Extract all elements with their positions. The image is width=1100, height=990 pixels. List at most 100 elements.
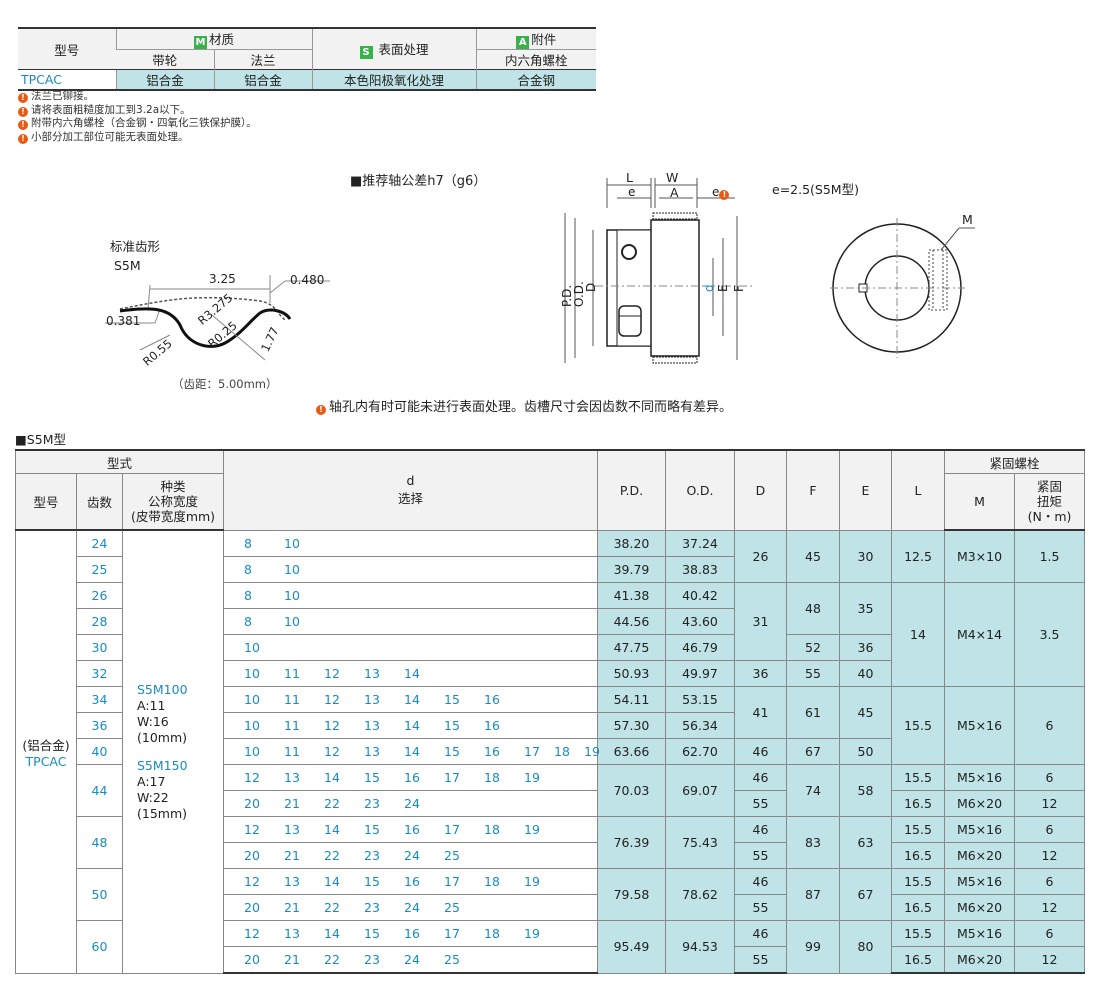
bore-option: 15 xyxy=(364,822,380,837)
od-value: 69.07 xyxy=(665,764,735,817)
bore-option: 10 xyxy=(244,692,260,707)
torque-value: 12 xyxy=(1013,894,1086,921)
bore-option: 20 xyxy=(244,900,260,915)
header-M: M xyxy=(944,473,1015,531)
torque-value: 12 xyxy=(1013,842,1086,869)
teeth-count: 44 xyxy=(76,764,123,817)
kind-line: (15mm) xyxy=(137,805,188,821)
note-item: !法兰已铆接。 xyxy=(18,90,257,104)
pd-value: 41.38 xyxy=(597,582,666,609)
bore-option: 12 xyxy=(244,822,260,837)
header-E: E xyxy=(839,449,892,531)
bore-option: 19 xyxy=(524,822,540,837)
bore-option: 12 xyxy=(244,874,260,889)
M-value: M6×20 xyxy=(944,946,1015,974)
bore-option: 18 xyxy=(484,770,500,785)
pd-value: 63.66 xyxy=(597,738,666,765)
header-torque: 紧固扭矩(N・m) xyxy=(1013,473,1086,531)
kind-line: S5M150 xyxy=(137,757,188,773)
E-value: 67 xyxy=(839,868,892,921)
bore-option: 13 xyxy=(364,718,380,733)
D-value: 55 xyxy=(734,790,787,817)
pd-value: 70.03 xyxy=(597,764,666,817)
D-value: 26 xyxy=(734,529,787,583)
bore-option: 19 xyxy=(584,744,600,759)
torque-value: 6 xyxy=(1013,920,1086,947)
M-value: M6×20 xyxy=(944,894,1015,921)
E-value: 80 xyxy=(839,920,892,974)
bore-option: 10 xyxy=(284,614,300,629)
E-value: 50 xyxy=(839,738,892,765)
dim-W: W xyxy=(666,170,679,185)
od-value: 49.97 xyxy=(665,660,735,687)
D-value: 46 xyxy=(734,764,787,791)
bore-option: 21 xyxy=(284,796,300,811)
pd-value: 47.75 xyxy=(597,634,666,661)
pd-value: 79.58 xyxy=(597,868,666,921)
F-value: 55 xyxy=(786,660,840,687)
bore-option: 16 xyxy=(484,692,500,707)
F-value: 67 xyxy=(786,738,840,765)
header-D: D xyxy=(734,449,787,531)
L-value: 15.5 xyxy=(891,686,945,765)
bore-option: 20 xyxy=(244,848,260,863)
bore-option: 19 xyxy=(524,874,540,889)
model-code: TPCAC xyxy=(25,753,67,769)
F-value: 61 xyxy=(786,686,840,739)
F-value: 74 xyxy=(786,764,840,817)
kind-line: (10mm) xyxy=(137,729,188,745)
kind-line: A:17 xyxy=(137,773,166,789)
L-value: 16.5 xyxy=(891,842,945,869)
kind-line: A:11 xyxy=(137,697,166,713)
teeth-count: 30 xyxy=(76,634,123,661)
E-value: 58 xyxy=(839,764,892,817)
bore-option: 14 xyxy=(404,666,420,681)
teeth-count: 24 xyxy=(76,529,123,557)
F-value: 52 xyxy=(786,634,840,661)
bore-option: 11 xyxy=(284,718,300,733)
pd-value: 39.79 xyxy=(597,556,666,583)
bore-option: 19 xyxy=(524,926,540,941)
bore-option: 13 xyxy=(284,822,300,837)
bore-option: 20 xyxy=(244,952,260,967)
dim-F: F xyxy=(732,285,746,292)
header-type: 型式 xyxy=(15,449,224,474)
bore-option: 18 xyxy=(484,822,500,837)
pd-value: 95.49 xyxy=(597,920,666,974)
D-value: 55 xyxy=(734,842,787,869)
L-value: 12.5 xyxy=(891,529,945,583)
T-value: 1.5 xyxy=(1013,529,1086,583)
bore-option: 19 xyxy=(524,770,540,785)
M-value: M5×16 xyxy=(944,764,1015,791)
bore-option: 15 xyxy=(364,770,380,785)
L-value: 15.5 xyxy=(891,816,945,843)
header-L: L xyxy=(891,449,945,531)
bore-option: 23 xyxy=(364,796,380,811)
L-value: 16.5 xyxy=(891,946,945,974)
torque-value: 6 xyxy=(1013,816,1086,843)
pulley-side-view xyxy=(564,178,755,364)
bore-option: 24 xyxy=(404,848,420,863)
E-value: 40 xyxy=(839,660,892,687)
bore-option: 25 xyxy=(444,952,460,967)
bore-option: 17 xyxy=(444,822,460,837)
bore-option: 18 xyxy=(484,926,500,941)
mat-model-value: TPCAC xyxy=(18,69,116,90)
